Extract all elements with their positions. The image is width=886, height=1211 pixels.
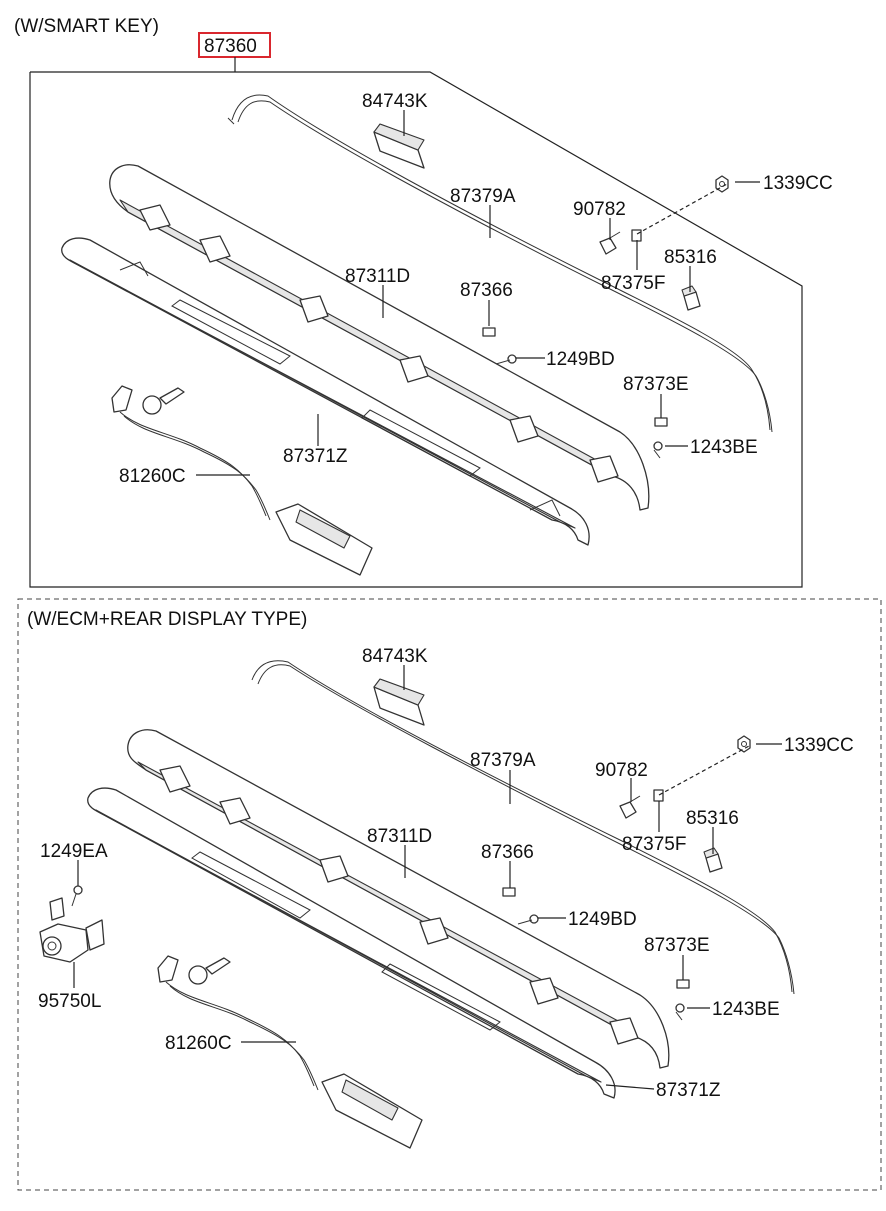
weatherstrip-87379a[interactable] <box>251 660 795 995</box>
screw-1243be[interactable] <box>653 441 663 459</box>
label-1339cc: 1339CC <box>763 173 833 194</box>
label-90782: 90782 <box>573 199 626 220</box>
label-87311d: 87311D <box>367 826 432 847</box>
pad-87366[interactable] <box>502 887 516 897</box>
pad-87373e[interactable] <box>676 979 690 989</box>
label-1243be: 1243BE <box>712 999 780 1020</box>
label-87375f: 87375F <box>601 273 665 294</box>
label-87311d: 87311D <box>345 266 410 287</box>
pad-87373e[interactable] <box>654 417 668 427</box>
retainer-87375f[interactable] <box>653 789 664 802</box>
label-87371z: 87371Z <box>283 446 348 467</box>
screw-1249ea[interactable] <box>71 885 83 907</box>
clip-90782[interactable] <box>599 231 621 255</box>
label-81260c: 81260C <box>119 466 186 487</box>
label-1243be: 1243BE <box>690 437 758 458</box>
clip-85316[interactable] <box>681 285 701 311</box>
label-85316: 85316 <box>686 808 739 829</box>
label-85316: 85316 <box>664 247 717 268</box>
label-1249bd: 1249BD <box>546 349 615 370</box>
assembly-frame <box>29 71 803 588</box>
label-87375f: 87375F <box>622 834 686 855</box>
camera-95750l[interactable] <box>39 897 105 963</box>
retainer-87375f[interactable] <box>631 229 642 242</box>
pad-84743k[interactable] <box>373 678 425 726</box>
pad-87366[interactable] <box>482 327 496 337</box>
label-87379a: 87379A <box>470 750 536 771</box>
label-1249ea: 1249EA <box>40 841 108 862</box>
section-smart-key: (W/SMART KEY) 87360 <box>14 16 833 588</box>
garnish-87311d[interactable] <box>109 164 650 511</box>
pad-84743k[interactable] <box>373 123 425 169</box>
lamp-87371z[interactable] <box>61 237 590 546</box>
label-87371z: 87371Z <box>656 1080 721 1101</box>
harness-81260c[interactable] <box>157 955 423 1149</box>
label-90782: 90782 <box>595 760 648 781</box>
section-title-smart-key: (W/SMART KEY) <box>14 16 159 37</box>
clip-90782[interactable] <box>619 795 641 819</box>
label-87373e: 87373E <box>644 935 710 956</box>
screw-1249bd[interactable] <box>495 354 517 365</box>
garnish-87311d[interactable] <box>127 729 670 1069</box>
weatherstrip-87379a[interactable] <box>227 94 773 433</box>
section-frame-dashed <box>17 598 882 1191</box>
screw-1243be[interactable] <box>675 1003 685 1021</box>
label-84743k: 84743K <box>362 646 428 667</box>
section-ecm-display: (W/ECM+REAR DISPLAY TYPE) <box>17 598 882 1191</box>
label-87373e: 87373E <box>623 374 689 395</box>
nut-1339cc[interactable] <box>737 735 751 753</box>
label-95750l: 95750L <box>38 991 101 1012</box>
section-title-ecm-display: (W/ECM+REAR DISPLAY TYPE) <box>27 609 307 630</box>
screw-1249bd[interactable] <box>517 914 539 925</box>
assembly-number[interactable]: 87360 <box>204 36 257 57</box>
label-1249bd: 1249BD <box>568 909 637 930</box>
clip-85316[interactable] <box>703 847 723 873</box>
label-87379a: 87379A <box>450 186 516 207</box>
label-87366: 87366 <box>481 842 534 863</box>
harness-81260c[interactable] <box>111 385 373 576</box>
label-1339cc: 1339CC <box>784 735 854 756</box>
label-87366: 87366 <box>460 280 513 301</box>
label-81260c: 81260C <box>165 1033 232 1054</box>
lamp-87371z[interactable] <box>87 787 616 1099</box>
label-84743k: 84743K <box>362 91 428 112</box>
